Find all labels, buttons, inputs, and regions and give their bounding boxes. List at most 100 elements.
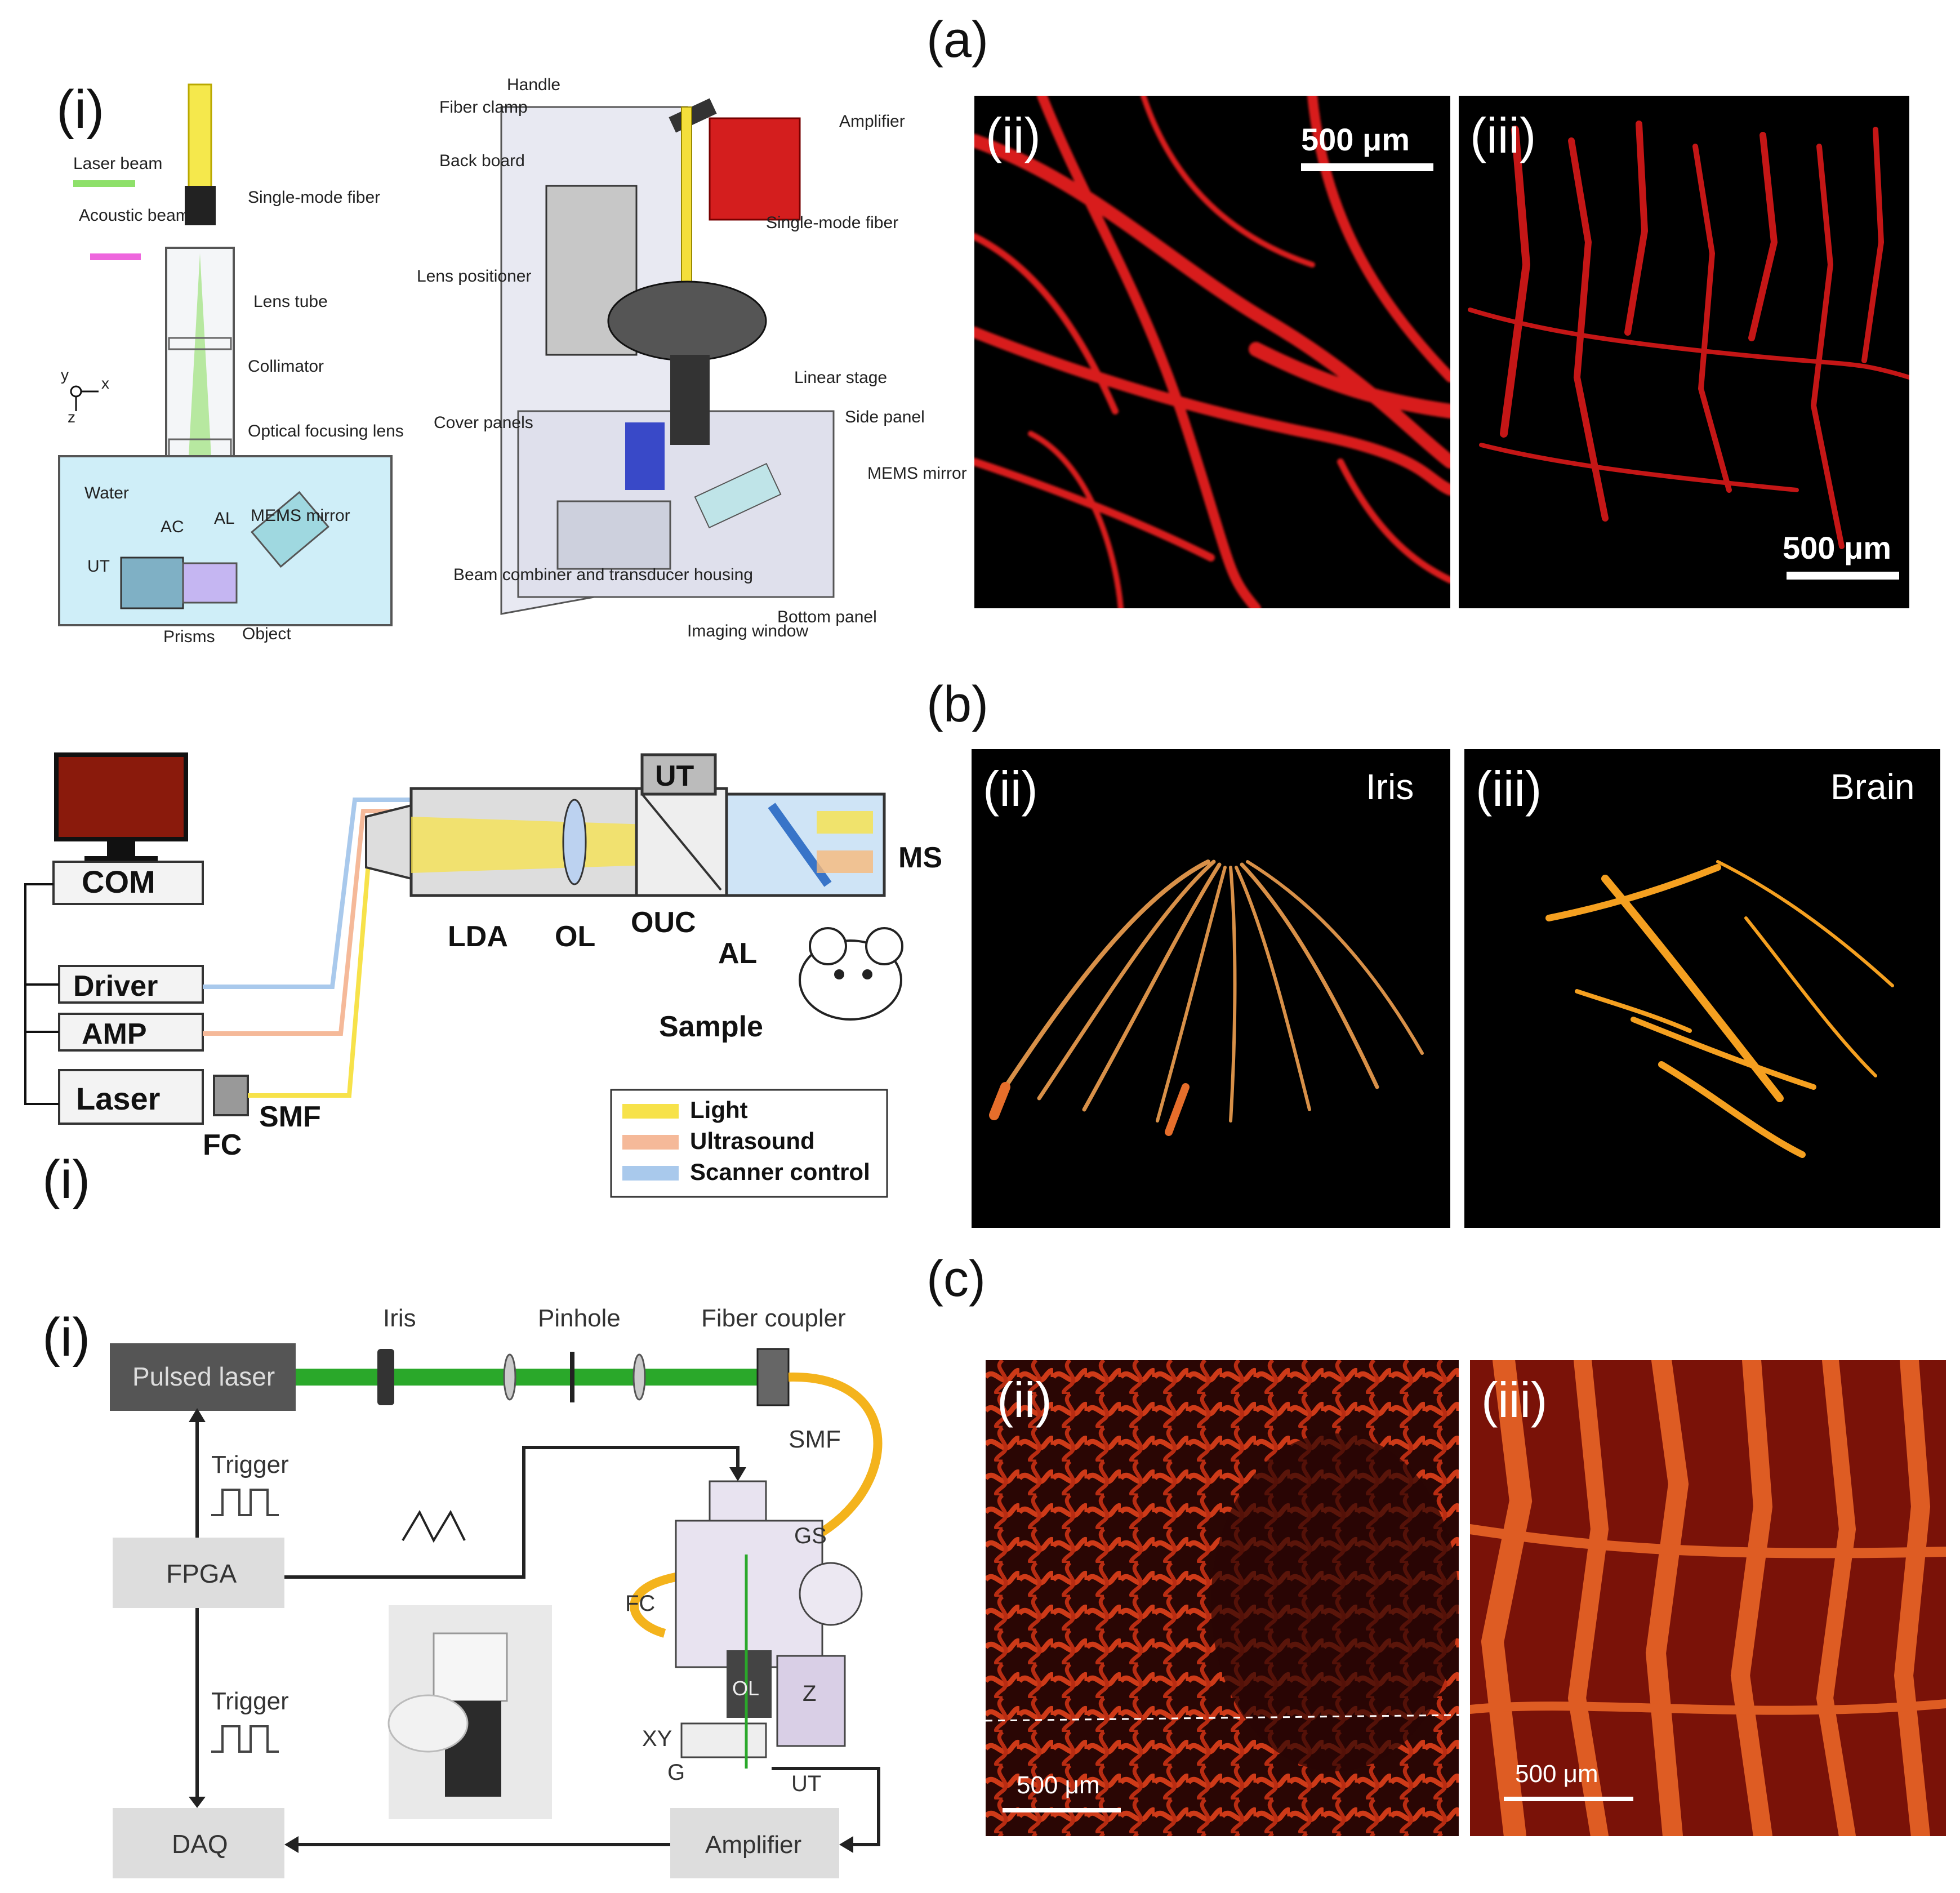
label-object: Object xyxy=(242,625,291,643)
laser-label: Laser xyxy=(76,1081,160,1116)
panel-c-image-ii: (ii) 500 μm xyxy=(986,1360,1459,1836)
sawtooth-signal xyxy=(402,1509,466,1543)
smf-label: SMF xyxy=(789,1426,841,1453)
label-3d-single-mode-fiber: Single-mode fiber xyxy=(766,213,898,232)
image-c-ii-scale-text: 500 μm xyxy=(1017,1771,1100,1799)
pinhole-label: Pinhole xyxy=(538,1304,621,1332)
label-fiber-clamp: Fiber clamp xyxy=(439,98,528,117)
blue-part-shape xyxy=(625,422,665,490)
label-water: Water xyxy=(84,484,129,502)
panel-b-image-ii: (ii) Iris xyxy=(972,749,1450,1228)
iris-label: Iris xyxy=(383,1304,416,1332)
label-optical-focusing-lens: Optical focusing lens xyxy=(248,422,404,440)
light-cable xyxy=(248,820,383,1098)
daq-label: DAQ xyxy=(172,1829,228,1859)
driver-label: Driver xyxy=(73,970,158,1003)
image-a-ii-scale-bar xyxy=(1301,163,1433,171)
panel-b-numeral: (i) xyxy=(42,1150,91,1210)
legend-laser-label: Laser beam xyxy=(73,154,162,173)
image-c-iii-scale-bar xyxy=(1504,1797,1633,1801)
z-label: Z xyxy=(803,1681,816,1706)
label-mems-mirror: MEMS mirror xyxy=(251,506,350,525)
label-side-panel: Side panel xyxy=(845,408,925,426)
ol-lens xyxy=(562,799,587,885)
legend-acoustic-label: Acoustic beam xyxy=(79,206,190,225)
collimator-ring xyxy=(168,337,232,350)
legend-laser-swatch xyxy=(73,180,135,187)
lda-nose xyxy=(365,804,412,880)
image-c-ii-label: (ii) xyxy=(997,1372,1052,1428)
z-stage xyxy=(776,1655,846,1747)
objective-shape xyxy=(670,355,710,445)
axis-z-label: z xyxy=(68,408,75,426)
lda-label: LDA xyxy=(448,920,508,953)
image-a-iii-scale-text: 500 μm xyxy=(1783,530,1892,565)
mems-mirror-block xyxy=(251,491,329,568)
image-b-ii-tag: Iris xyxy=(1366,767,1414,807)
green-beam xyxy=(296,1369,758,1386)
image-a-iii-scale-bar xyxy=(1787,572,1899,580)
fpga-block xyxy=(113,1538,284,1608)
laser-block xyxy=(58,1069,204,1125)
label-al: AL xyxy=(214,509,235,528)
com-label: COM xyxy=(82,864,155,899)
xy-stage xyxy=(680,1722,767,1758)
label-beam-combiner: Beam combiner and transducer housing xyxy=(453,565,753,584)
image-c-ii-scale-bar xyxy=(1003,1808,1121,1812)
image-a-iii-label: (iii) xyxy=(1470,108,1536,163)
sample-label: Sample xyxy=(659,1010,763,1043)
trigger-top-label: Trigger xyxy=(211,1451,289,1478)
pulsed-laser-label: Pulsed laser xyxy=(132,1362,275,1391)
beam-combiner-shape xyxy=(556,500,671,570)
label-ac: AC xyxy=(161,518,184,536)
legend-acoustic-swatch xyxy=(90,253,141,260)
legend-ultrasound-swatch xyxy=(622,1135,679,1150)
legend-light-label: Light xyxy=(690,1097,748,1123)
label-back-board: Back board xyxy=(439,152,525,170)
fiber-coupler-element xyxy=(756,1348,790,1406)
driver-block xyxy=(58,965,204,1004)
legend-ultrasound-label: Ultrasound xyxy=(690,1128,815,1154)
smf-label: SMF xyxy=(259,1101,321,1133)
galvo-motor xyxy=(799,1562,863,1626)
panel-a-schematic: Laser beam Acoustic beam y x z Single-mo… xyxy=(58,83,404,646)
fc-block xyxy=(213,1075,249,1116)
trigger-bottom-label: Trigger xyxy=(211,1687,289,1715)
panel-c-image-iii: (iii) 500 μm xyxy=(1470,1360,1946,1836)
label-3d-mems-mirror: MEMS mirror xyxy=(867,464,967,483)
gs-label: GS xyxy=(794,1524,827,1548)
fiber-connector xyxy=(185,186,216,225)
label-lens-positioner: Lens positioner xyxy=(417,267,531,286)
amplifier-block xyxy=(670,1808,839,1878)
label-handle: Handle xyxy=(507,75,560,94)
amp-block xyxy=(58,1013,204,1052)
axis-x-label: x xyxy=(101,375,109,392)
ut-label: UT xyxy=(655,760,694,792)
amp-label: AMP xyxy=(82,1018,147,1050)
panel-a-image-ii: (ii) 500 μm xyxy=(974,96,1450,608)
label-amplifier: Amplifier xyxy=(839,112,905,131)
scan-head-body xyxy=(675,1520,823,1668)
daq-block xyxy=(113,1808,284,1878)
label-single-mode-fiber: Single-mode fiber xyxy=(248,188,380,207)
image-b-iii-label: (iii) xyxy=(1476,761,1542,817)
pinhole-element xyxy=(570,1352,574,1402)
image-c-iii-label: (iii) xyxy=(1481,1372,1548,1428)
axis-origin-icon xyxy=(70,385,82,398)
panel-letter-c: (c) xyxy=(926,1251,986,1307)
panel-b-image-iii: (iii) Brain xyxy=(1464,749,1940,1228)
ut-transducer xyxy=(120,556,184,609)
panel-a-image-iii: (iii) 500 μm xyxy=(1459,96,1909,608)
fiber-jacket xyxy=(188,83,212,193)
ut-block xyxy=(640,753,717,796)
image-a-ii-scale-text: 500 μm xyxy=(1301,122,1410,157)
axis-y-label: y xyxy=(61,366,69,384)
trigger-top-pulse xyxy=(211,1489,279,1516)
mems-shape xyxy=(694,462,782,529)
ouc-label: OUC xyxy=(631,906,696,939)
panel-c-schematic: Pulsed laser Iris Pinhole Fiber coupler … xyxy=(110,1304,883,1878)
image-b-ii-label: (ii) xyxy=(983,761,1038,817)
panel-c-numeral: (i) xyxy=(42,1307,91,1368)
amplifier-label: Amplifier xyxy=(705,1831,801,1859)
fc-label: FC xyxy=(203,1129,242,1161)
